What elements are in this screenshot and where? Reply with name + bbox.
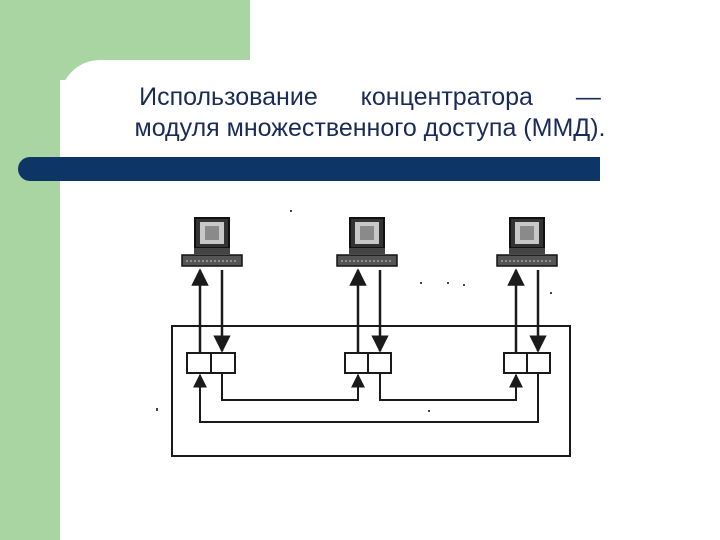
content-panel: [60, 60, 720, 540]
title-divider-bar: [18, 157, 600, 181]
scan-noise: [156, 210, 552, 412]
title-line-2: модуля множественного доступа (ММД).: [134, 114, 606, 142]
computer-icon-1: [181, 217, 243, 267]
hub-port-2: [344, 352, 392, 374]
hub-port-1: [186, 352, 236, 374]
computer-icon-2: [336, 217, 398, 267]
mau-diagram: [156, 210, 571, 457]
link-computer-3: [507, 268, 547, 353]
ring-path-3-1: [193, 373, 539, 423]
hub-frame: [171, 325, 571, 457]
link-computer-1: [191, 268, 231, 353]
ring-path-1-2: [221, 373, 365, 401]
ring-path-2-3: [379, 373, 523, 401]
slide-title: Использование концентратора — модуля мно…: [60, 82, 680, 144]
computer-icon-3: [496, 217, 558, 267]
hub-port-3: [503, 352, 551, 374]
green-accent-left: [0, 0, 60, 540]
link-computer-2: [349, 268, 389, 353]
title-line-1: Использование концентратора —: [139, 83, 601, 111]
